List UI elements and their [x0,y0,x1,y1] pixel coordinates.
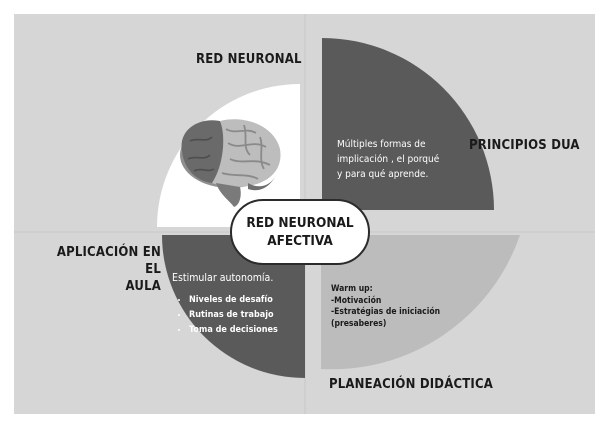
intro-text: Estimular autonomía. [172,272,274,284]
bullet-list: Niveles de desafío Rutinas de trabajo To… [172,293,292,338]
text-line: implicación , el porqué [337,154,440,165]
title-principios-dua: PRINCIPIOS DUA [469,138,580,153]
text-line: Warm up: [331,284,373,294]
principios-dua-text: Múltiples formas de implicación , el por… [337,137,462,182]
quadrant-top-right [322,38,494,210]
text-line: y para qué aprende. [337,169,429,180]
aplicacion-text: Estimular autonomía. Niveles de desafío … [172,271,292,338]
title-aplicacion-en-el-aula: APLICACIÓN EN EL AULA [52,244,161,295]
text-line: (presaberes) [331,318,387,329]
title-planeacion-didactica: PLANEACIÓN DIDÁCTICA [329,377,493,392]
title-line: APLICACIÓN EN EL [56,245,161,277]
text-line: Múltiples formas de [337,139,426,150]
center-line-2: AFECTIVA [267,233,333,249]
center-label: RED NEURONAL AFECTIVA [230,199,370,265]
brain-icon [180,119,281,207]
text-line: -Estratégias de iniciación [331,307,441,317]
title-line: AULA [125,279,161,294]
planeacion-text: Warm up: -Motivación -Estratégias de ini… [331,284,471,330]
bullet-item: Niveles de desafío [189,293,292,308]
title-red-neuronal: RED NEURONAL [196,52,302,67]
bullet-item: Rutinas de trabajo [189,308,292,323]
quadrant-bottom-right [321,235,520,370]
bullet-item: Toma de decisiones [189,323,292,338]
center-line-1: RED NEURONAL [246,215,354,231]
text-line: -Motivación [331,295,382,306]
quadrant-bottom-left [162,235,305,378]
